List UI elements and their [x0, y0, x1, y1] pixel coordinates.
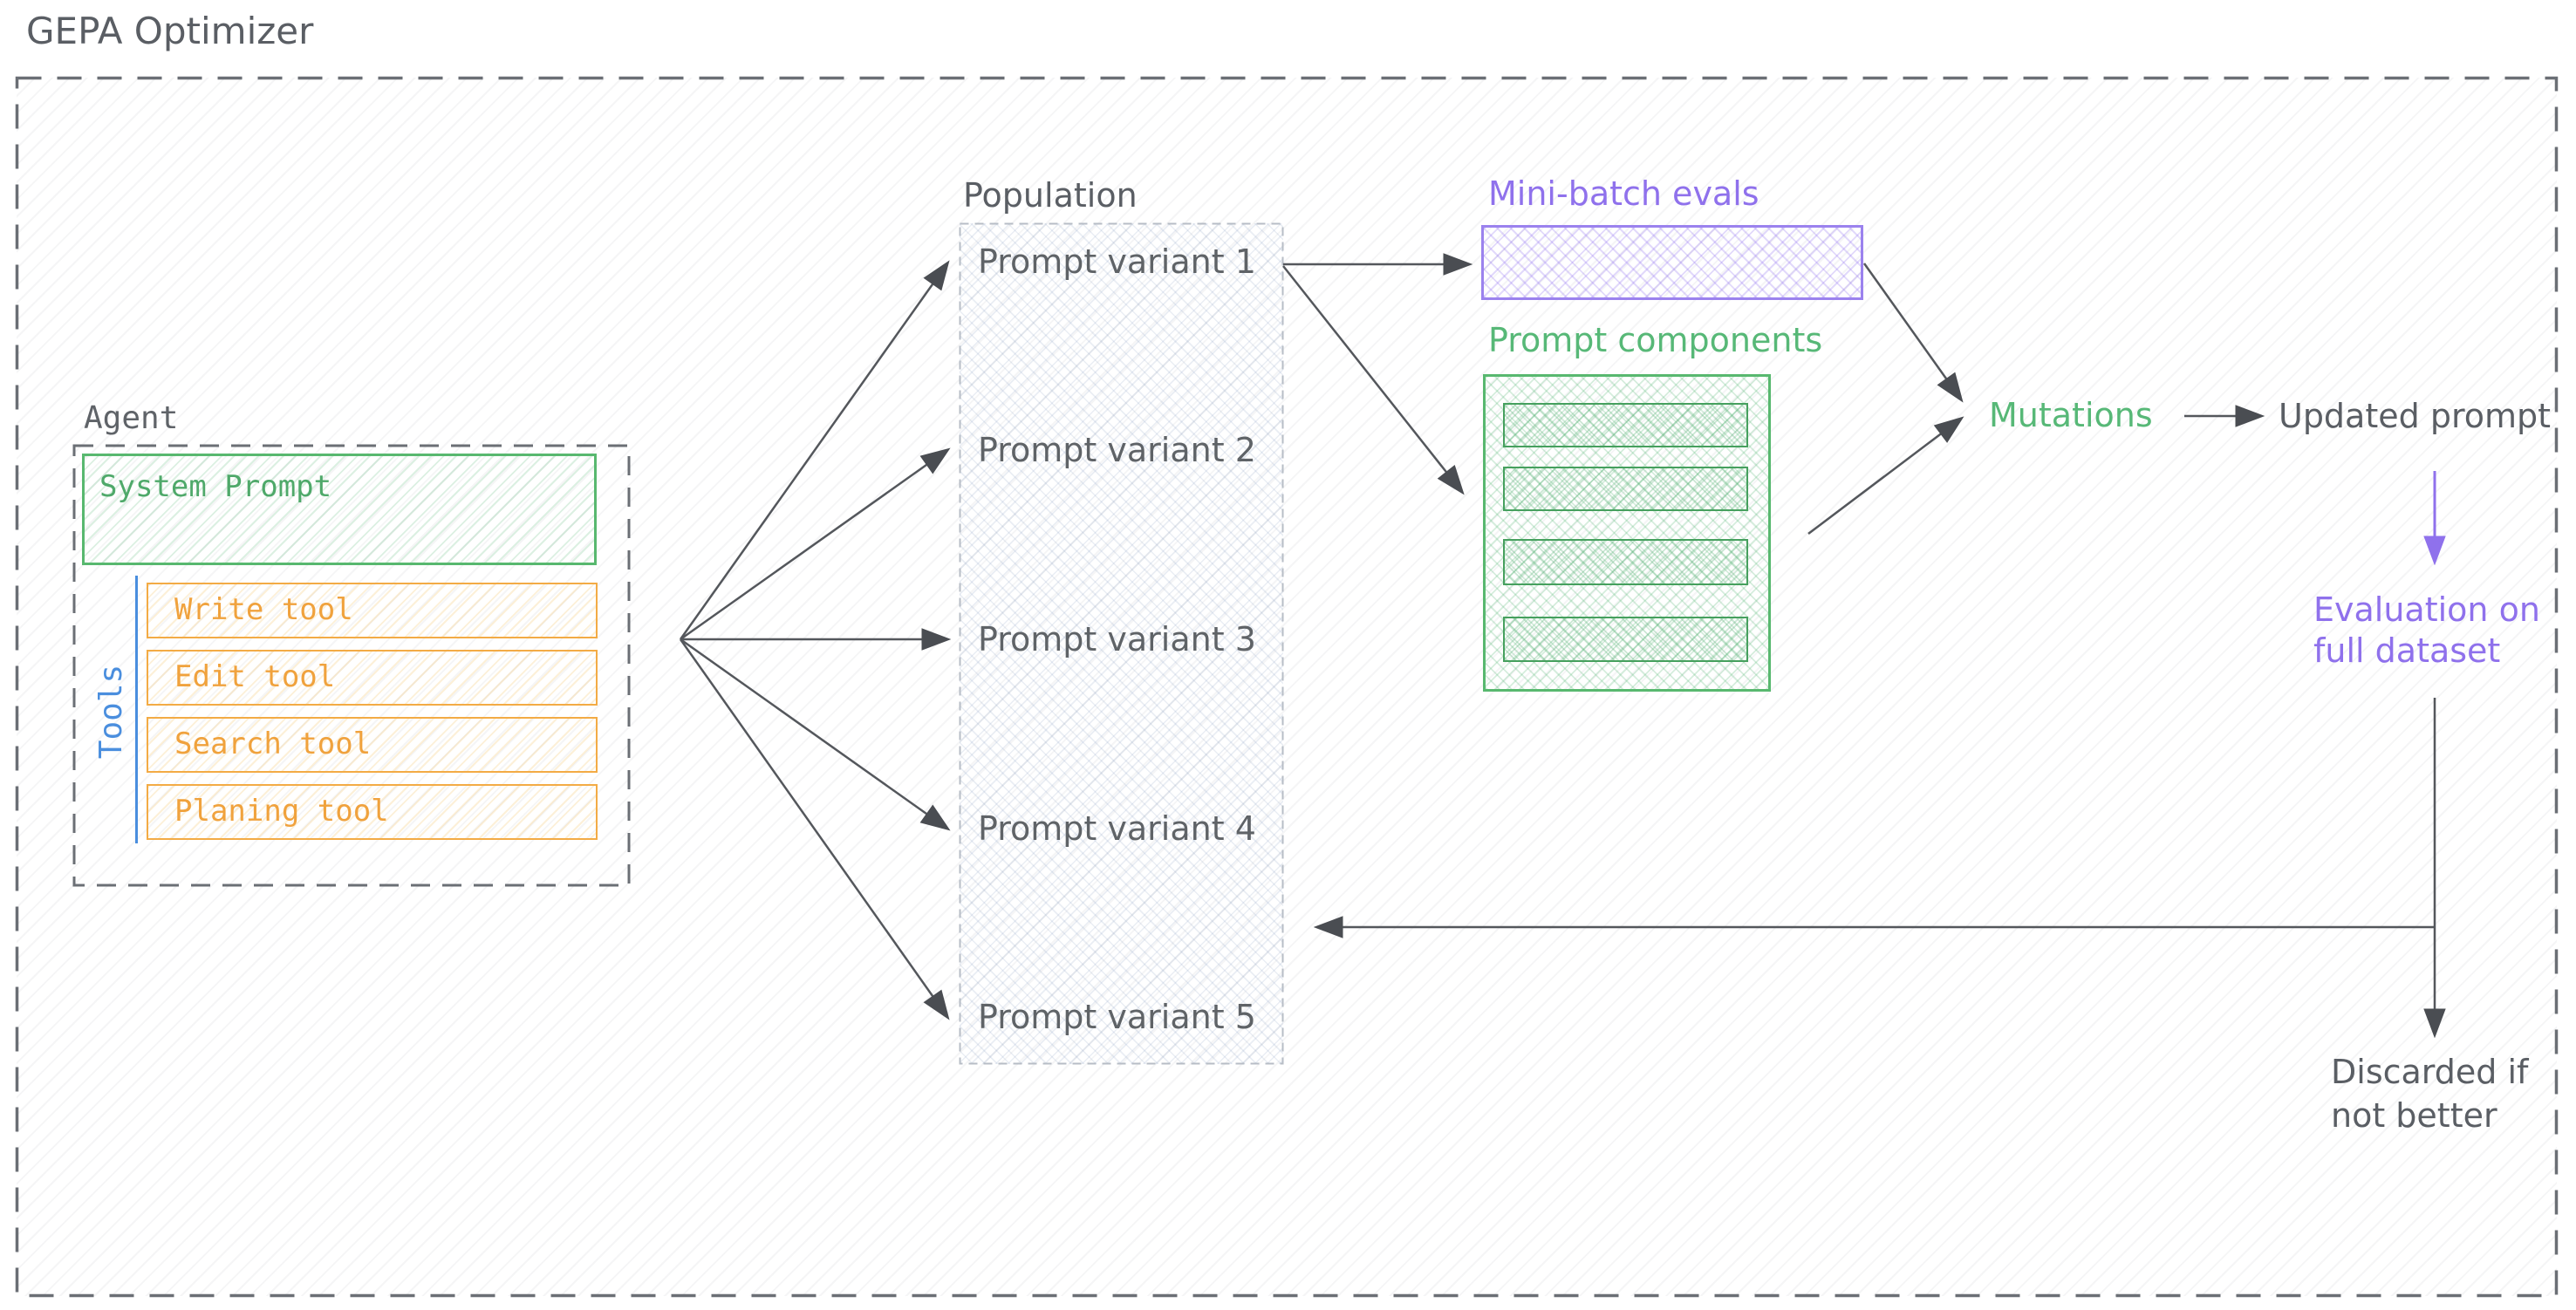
edit-tool-box	[147, 650, 598, 706]
prompt-variant-4-label: Prompt variant 4	[978, 809, 1256, 848]
population-label: Population	[963, 176, 1138, 215]
edge-agent-to-variant-2	[680, 450, 947, 641]
tools-bracket-line	[135, 576, 138, 843]
prompt-variant-1-label: Prompt variant 1	[978, 242, 1256, 281]
agent-dashed-border	[72, 444, 631, 887]
write-tool-label: Write tool	[174, 592, 353, 627]
planing-tool-label: Planing tool	[174, 794, 389, 829]
diagram-title: GEPA Optimizer	[26, 10, 314, 52]
prompt-components-box	[1483, 374, 1771, 692]
edit-tool-label: Edit tool	[174, 659, 336, 694]
mini-batch-label: Mini-batch evals	[1488, 174, 1759, 213]
edge-minibatch-to-mutations	[1862, 263, 1961, 399]
mutations-label: Mutations	[1989, 396, 2153, 434]
edge-agent-to-variant-1	[679, 263, 947, 640]
system-prompt-label: System Prompt	[99, 469, 332, 504]
edge-components-to-mutations	[1807, 419, 1961, 535]
edge-variant1-to-components	[1282, 265, 1462, 492]
search-tool-label: Search tool	[174, 727, 372, 761]
population-box	[960, 223, 1283, 1064]
population-dashed-border	[959, 222, 1284, 1065]
optimizer-canvas-fill	[17, 78, 2557, 1296]
prompt-component-item-4	[1503, 617, 1748, 662]
mini-batch-box	[1481, 225, 1863, 300]
search-tool-box	[147, 717, 598, 773]
agent-label: Agent	[84, 400, 179, 436]
prompt-components-label: Prompt components	[1488, 321, 1823, 359]
optimizer-dashed-border	[15, 76, 2559, 1298]
prompt-component-item-1	[1503, 403, 1748, 447]
edge-agent-to-variant-5	[679, 638, 947, 1017]
planing-tool-box	[147, 784, 598, 840]
prompt-component-item-2	[1503, 467, 1748, 511]
prompt-variant-5-label: Prompt variant 5	[978, 998, 1256, 1036]
prompt-variant-3-label: Prompt variant 3	[978, 620, 1256, 658]
prompt-component-item-3	[1503, 539, 1748, 585]
write-tool-box	[147, 583, 598, 638]
edge-agent-to-variant-4	[680, 638, 947, 829]
discarded-label: Discarded if not better	[2331, 1053, 2529, 1135]
evaluation-label: Evaluation on full dataset	[2313, 590, 2540, 670]
tools-label: Tools	[93, 664, 129, 760]
system-prompt-box	[82, 454, 597, 565]
prompt-variant-2-label: Prompt variant 2	[978, 431, 1256, 469]
updated-prompt-label: Updated prompt	[2279, 397, 2552, 435]
